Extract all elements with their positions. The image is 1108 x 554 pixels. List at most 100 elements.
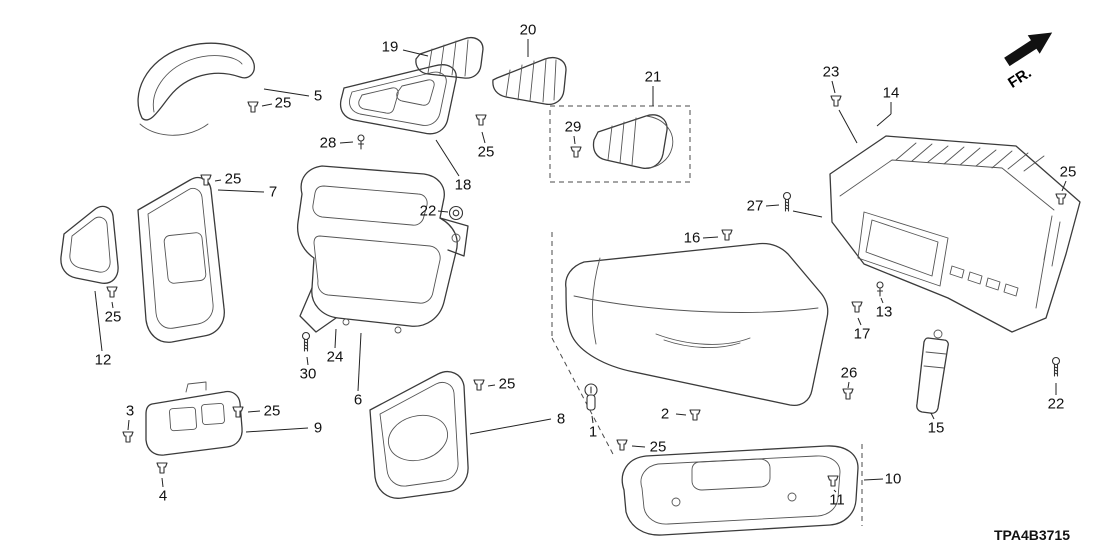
callout-25-11: 25 [225,171,242,188]
part-side-panel-7 [137,176,225,343]
callout-6-23: 6 [354,392,362,409]
grommet-icon [448,205,464,221]
leader-line [437,210,449,213]
clip-icon [616,439,628,451]
part-glove-box-housing-14 [829,135,1081,333]
clip-icon [247,101,259,113]
leader-line [765,204,780,207]
callout-11-37: 11 [829,492,845,509]
part-cluster-visor [137,42,255,136]
pin-icon [876,281,884,297]
leader-line [94,290,103,352]
dashed-box-21 [549,105,691,183]
leader-line [435,139,460,177]
part-glove-box [565,242,829,407]
leader-line [792,210,823,218]
clip-icon [473,379,485,391]
leader-line [573,135,576,145]
callout-25-6: 25 [275,95,292,112]
callout-21-2: 21 [645,69,662,86]
leader-line [857,317,862,326]
screw-icon [782,191,792,212]
leader-line [469,418,552,435]
callout-24-22: 24 [327,349,344,366]
callout-17-18: 17 [854,326,871,343]
callout-28-7: 28 [320,135,337,152]
clip-icon [1055,193,1067,205]
callout-2-34: 2 [661,406,669,423]
leader-line [702,236,719,239]
leader-line [930,412,935,420]
callout-18-9: 18 [455,177,472,194]
leader-line [487,384,496,387]
leader-line [833,489,837,493]
lock-icon [584,383,598,411]
leader-line [127,419,130,431]
diagram-code: TPA4B3715 [994,527,1070,543]
leader-line [111,301,114,309]
callout-8-32: 8 [557,411,565,428]
clip-icon [827,475,839,487]
leader-line [261,103,273,107]
clip-icon [106,286,118,298]
clip-icon [689,409,701,421]
callout-27-14: 27 [747,198,764,215]
part-center-frame [296,165,469,334]
screw-icon [301,331,311,352]
leader-line [675,413,687,416]
callout-29-10: 29 [565,119,582,136]
leader-line [838,109,858,144]
leader-line [306,356,309,366]
callout-10-36: 10 [885,471,902,488]
projection-dashed-lines [551,232,863,526]
callout-25-20: 25 [105,309,122,326]
part-damper-15 [916,329,949,414]
leader-line [880,297,884,304]
part-vent-19 [415,36,484,79]
leader-line [1061,180,1067,192]
callout-9-29: 9 [314,420,322,437]
leader-line [263,88,310,97]
leader-line [591,415,594,424]
leader-line [245,427,309,433]
callout-22-13: 22 [420,203,437,220]
part-center-vent-garnish [339,64,457,135]
leader-line [247,410,261,413]
leader-line [339,141,354,144]
clip-icon [570,146,582,158]
clip-icon [122,431,134,443]
leader-line [357,332,362,392]
part-vent-20 [492,56,567,106]
pin-icon [357,134,365,150]
leader-line [214,179,222,182]
leader-line [481,131,486,144]
callout-25-35: 25 [650,439,667,456]
leader-line [161,477,164,488]
leader-line [863,478,884,481]
callout-3-27: 3 [126,403,134,420]
callout-23-3: 23 [823,64,840,81]
fr-label: FR. [1005,64,1035,91]
part-lower-cover-8 [369,371,469,499]
leader-line [631,445,646,448]
clip-icon [830,95,842,107]
clip-icon [721,229,733,241]
fr-arrow-icon [1004,32,1053,67]
leader-line [847,381,850,389]
callout-16-15: 16 [684,230,701,247]
callout-25-28: 25 [264,403,281,420]
callout-7-12: 7 [269,184,277,201]
clip-icon [156,462,168,474]
callout-12-19: 12 [95,352,112,369]
part-under-cover-10 [621,445,859,536]
callout-5-5: 5 [314,88,322,105]
fr-direction-indicator: FR. [1004,32,1053,92]
leader-line [402,49,429,57]
callout-26-24: 26 [841,365,858,382]
callout-25-8: 25 [478,144,495,161]
leader-line [217,189,265,193]
leader-line [831,80,836,94]
